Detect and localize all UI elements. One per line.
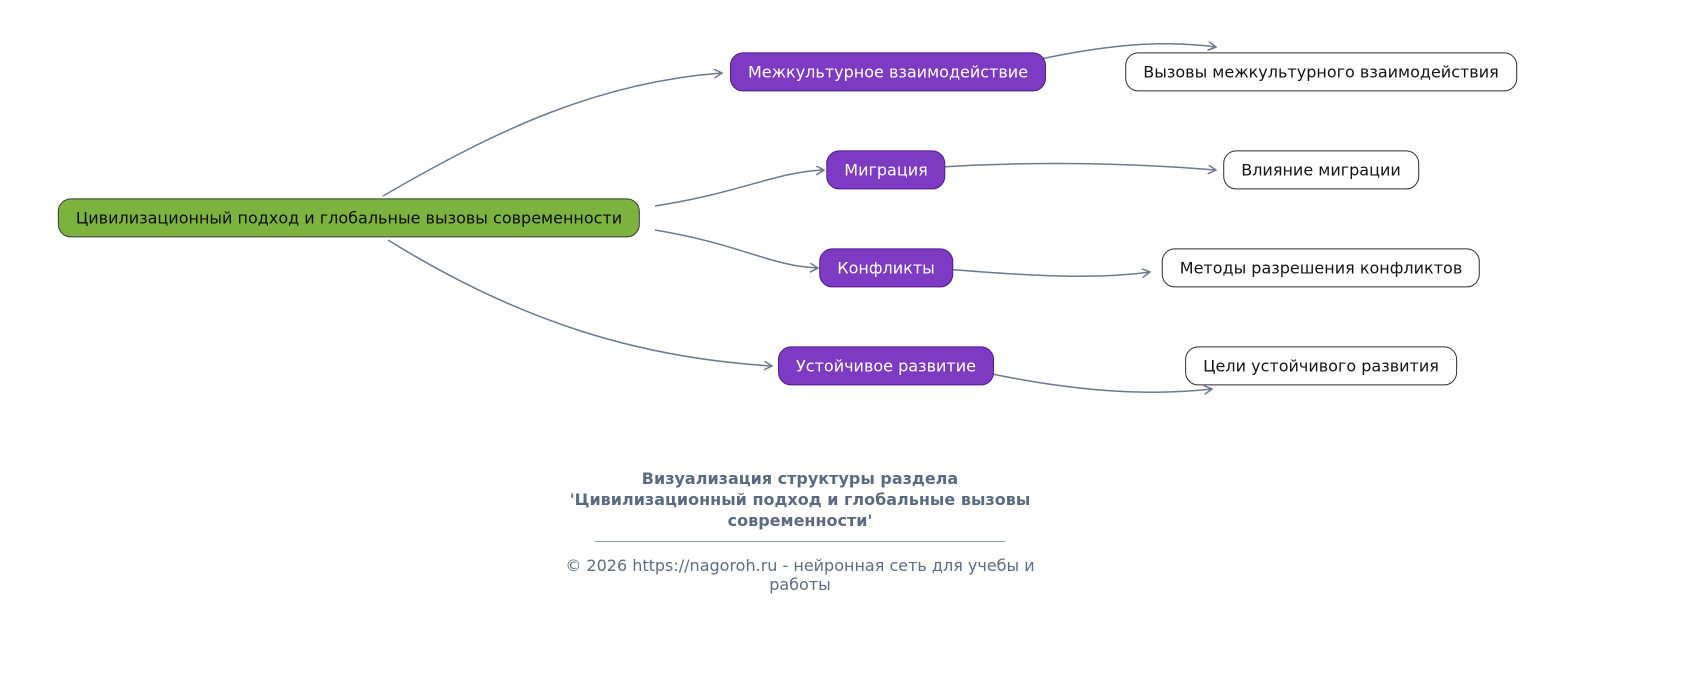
- branch-node-intercultural: Межкультурное взаимодействие: [729, 52, 1047, 92]
- branch-node-migration: Миграция: [826, 150, 946, 190]
- footer-title-line-2: 'Цивилизационный подход и глобальные выз…: [569, 490, 1031, 531]
- edge-root-to-branch-1: [654, 170, 824, 207]
- mindmap-root-node: Цивилизационный подход и глобальные вызо…: [57, 198, 641, 238]
- branch-node-conflicts: Конфликты: [819, 248, 953, 288]
- leaf-node-conflict-resolution-methods: Методы разрешения конфликтов: [1161, 248, 1481, 288]
- edge-root-to-branch-3: [387, 239, 772, 366]
- edge-branch-3-to-leaf-3: [991, 373, 1212, 392]
- footer-title-line-1: Визуализация структуры раздела: [641, 469, 959, 488]
- footer-caption: Визуализация структуры раздела 'Цивилиза…: [550, 468, 1050, 594]
- edge-branch-2-to-leaf-2: [945, 269, 1150, 276]
- branch-node-sustainable-development: Устойчивое развитие: [778, 346, 994, 386]
- edge-root-to-branch-2: [654, 229, 818, 268]
- footer-divider: [595, 541, 1005, 543]
- leaf-node-intercultural-challenges: Вызовы межкультурного взаимодействия: [1125, 52, 1517, 92]
- edge-root-to-branch-0: [382, 73, 722, 197]
- leaf-node-migration-influence: Влияние миграции: [1223, 150, 1419, 190]
- leaf-node-sustainable-development-goals: Цели устойчивого развития: [1185, 346, 1457, 386]
- edge-branch-1-to-leaf-1: [940, 162, 1216, 170]
- footer-copyright: © 2026 https://nagoroh.ru - нейронная се…: [565, 556, 1035, 595]
